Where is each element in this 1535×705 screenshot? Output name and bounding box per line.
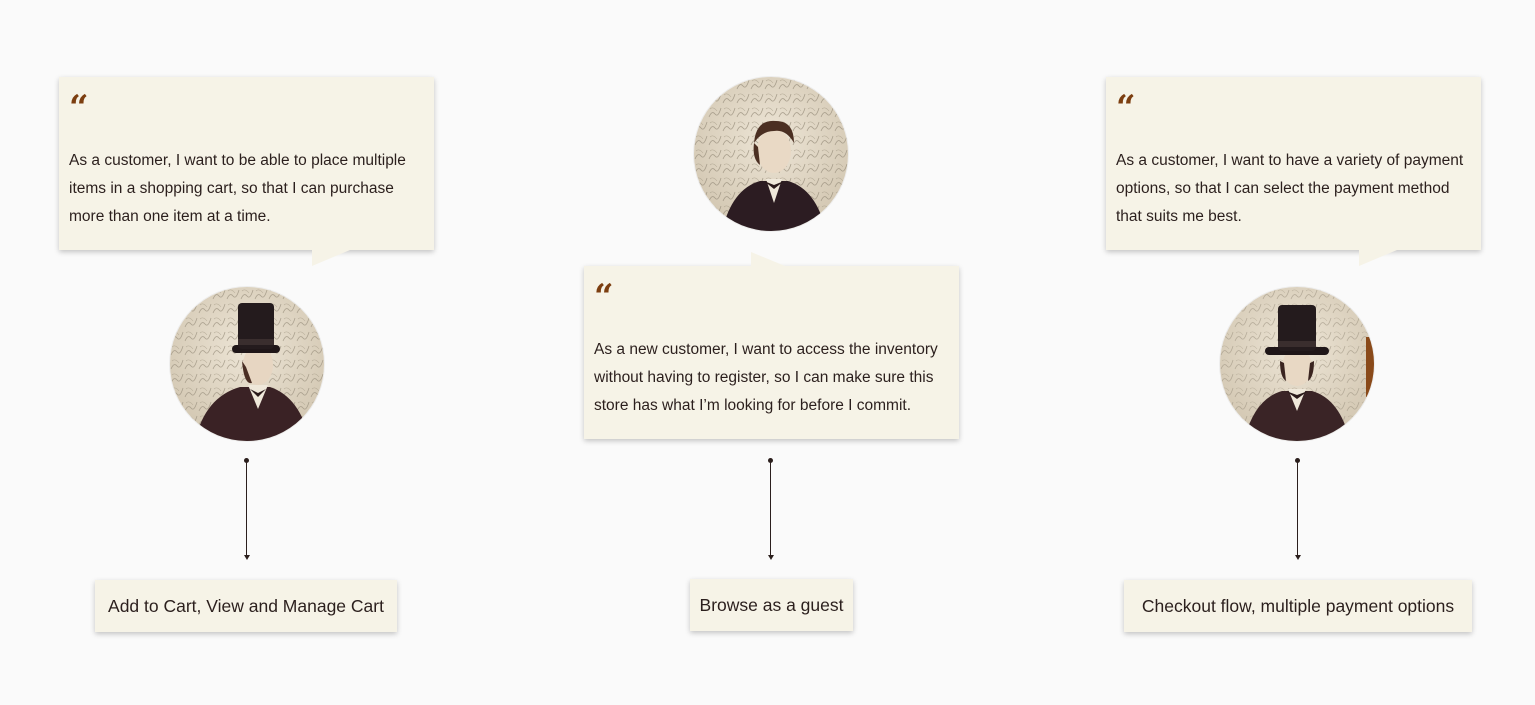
persona-portrait-1 [170, 287, 324, 441]
arrow-down-icon [1294, 555, 1301, 560]
bubble-tail [312, 250, 350, 266]
connector-line [1297, 461, 1298, 555]
story-bubble-3: “ As a customer, I want to have a variet… [1106, 77, 1481, 266]
persona-portrait-3 [1220, 287, 1374, 441]
connector-start-dot [244, 458, 249, 463]
connector-line [770, 461, 771, 555]
connector-line [246, 461, 247, 555]
bubble-tail [751, 252, 785, 266]
bubble-tail [1359, 250, 1397, 266]
connector-start-dot [768, 458, 773, 463]
quote-icon: “ [1116, 88, 1136, 128]
story-text: As a customer, I want to have a variety … [1116, 152, 1464, 225]
arrow-down-icon [243, 555, 250, 560]
arrow-down-icon [767, 555, 774, 560]
feature-label-2: Browse as a guest [690, 579, 853, 631]
connector-start-dot [1295, 458, 1300, 463]
story-bubble-1: “ As a customer, I want to be able to pl… [59, 77, 434, 266]
story-bubble-2: “ As a new customer, I want to access th… [584, 252, 959, 439]
quote-icon: “ [69, 88, 89, 128]
quote-icon: “ [594, 277, 614, 317]
story-text: As a customer, I want to be able to plac… [69, 152, 406, 225]
feature-label-3: Checkout flow, multiple payment options [1124, 580, 1472, 632]
feature-label-1: Add to Cart, View and Manage Cart [95, 580, 397, 632]
persona-portrait-2 [694, 77, 848, 231]
story-text: As a new customer, I want to access the … [594, 341, 938, 414]
